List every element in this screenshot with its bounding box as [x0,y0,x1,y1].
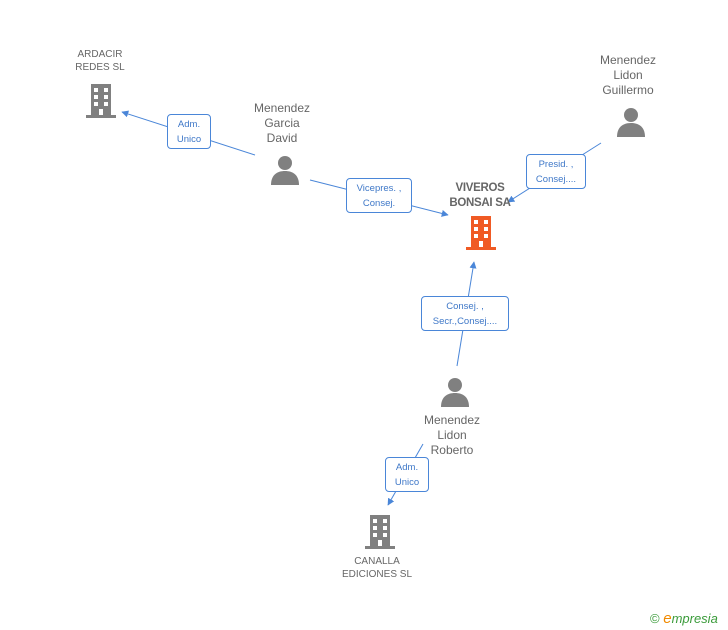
building-icon[interactable] [465,216,497,250]
company-label-ardacir[interactable]: ARDACIR REDES SL [75,49,125,73]
copyright-symbol: © [650,611,660,626]
company-label-canalla[interactable]: CANALLA EDICIONES SL [341,556,413,580]
person-label-lidon-roberto[interactable]: Menendez Lidon Roberto [423,413,481,457]
building-icon[interactable] [85,84,117,118]
relation-label-david-viveros[interactable]: Vicepres. , Consej. [346,178,412,213]
company-label-viveros[interactable]: VIVEROS BONSAI SA [449,182,511,209]
brand-initial: e [663,610,672,627]
person-icon[interactable] [616,107,646,137]
person-icon[interactable] [270,155,300,185]
relation-label-roberto-canalla[interactable]: Adm. Unico [385,457,429,492]
relation-label-guillermo-viveros[interactable]: Presid. , Consej.... [526,154,586,189]
empresia-brand[interactable]: © empresia [650,610,718,627]
relation-label-roberto-viveros[interactable]: Consej. , Secr.,Consej.... [421,296,509,331]
brand-name: mpresia [671,611,718,626]
building-icon[interactable] [364,515,396,549]
relation-label-david-ardacir[interactable]: Adm. Unico [167,114,211,149]
person-icon[interactable] [440,377,470,407]
person-label-lidon-guillermo[interactable]: Menendez Lidon Guillermo [599,53,657,97]
person-label-garcia-david[interactable]: Menendez Garcia David [253,101,311,145]
